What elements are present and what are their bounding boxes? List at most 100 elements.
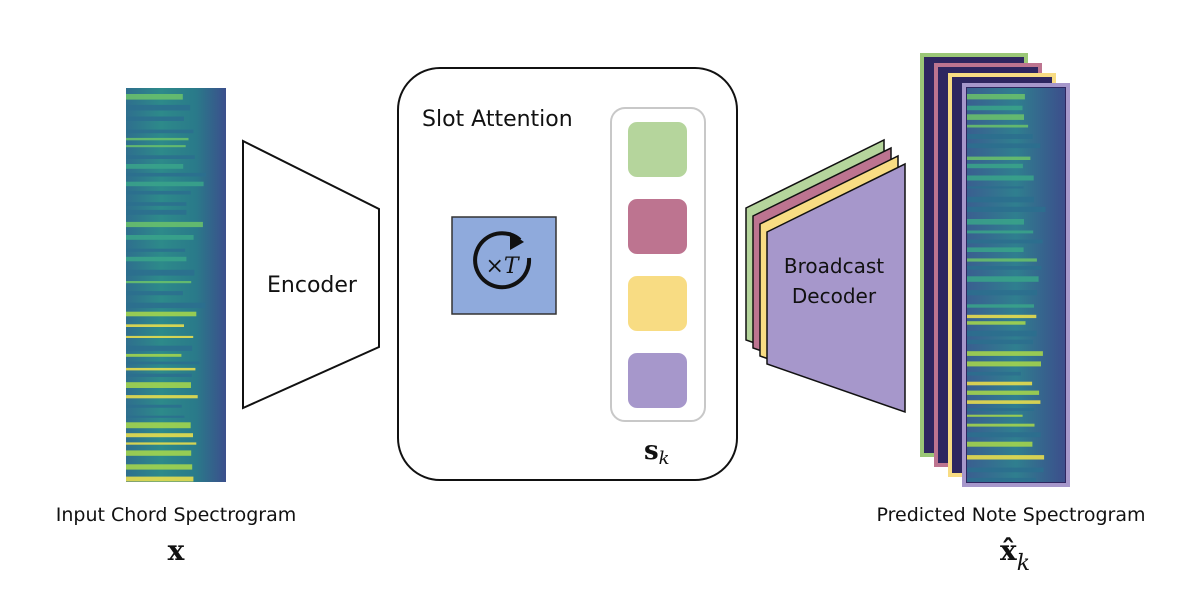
spectrogram-band xyxy=(126,335,194,338)
spectrogram-band xyxy=(126,311,197,317)
spectrogram-band xyxy=(967,381,1033,386)
slots-symbol: sk xyxy=(644,436,670,469)
spectrogram-band xyxy=(126,235,194,240)
spectrogram-band xyxy=(126,442,197,445)
spectrogram-band xyxy=(126,367,196,371)
spectrogram-band xyxy=(967,143,1041,149)
spectrogram-band xyxy=(126,281,192,284)
spectrogram-band xyxy=(967,414,1023,417)
spectrogram-band xyxy=(126,145,186,148)
spectrogram-band xyxy=(967,290,1038,296)
spectrogram-band xyxy=(126,345,193,351)
spectrogram-band xyxy=(126,137,189,141)
slot-1 xyxy=(628,122,687,177)
output-spectrogram-4 xyxy=(962,83,1070,487)
encoder-label: Encoder xyxy=(267,273,358,298)
spectrogram-band xyxy=(967,239,1043,244)
encoder-block xyxy=(242,139,380,410)
spectrogram-band xyxy=(126,164,184,169)
input-symbol: x xyxy=(168,534,185,567)
spectrogram-band xyxy=(126,373,192,377)
spectrogram-band xyxy=(967,266,1042,270)
spectrogram-band xyxy=(126,209,187,215)
spectrogram-band xyxy=(967,361,1041,367)
spectrogram-band xyxy=(126,190,191,195)
spectrogram-band xyxy=(967,114,1024,120)
spectrogram-band xyxy=(967,408,1035,411)
spectrogram-band xyxy=(967,134,1033,139)
iteration-label: ×T xyxy=(485,254,520,279)
spectrogram-band xyxy=(967,163,1023,169)
spectrogram-band xyxy=(967,258,1037,262)
spectrogram-band xyxy=(126,291,183,296)
input-caption: Input Chord Spectrogram xyxy=(56,504,297,526)
spectrogram-band xyxy=(126,116,184,121)
spectrogram-band xyxy=(967,247,1024,252)
decoder-layer-4 xyxy=(766,162,906,414)
spectrogram-band xyxy=(126,324,184,327)
spectrogram-band xyxy=(967,314,1037,319)
spectrogram-band xyxy=(126,248,186,252)
spectrogram-band xyxy=(967,400,1041,404)
spectrogram-band xyxy=(126,221,203,228)
spectrogram-band xyxy=(967,351,1043,356)
spectrogram-band xyxy=(967,206,1046,212)
spectrogram-band xyxy=(126,129,194,134)
spectrogram-band xyxy=(126,361,200,365)
spectrogram-band xyxy=(967,230,1034,234)
decoder-label-line1: Broadcast xyxy=(784,254,884,278)
spectrogram-band xyxy=(126,256,187,262)
spectrogram-band xyxy=(967,441,1033,447)
output-caption: Predicted Note Spectrogram xyxy=(877,504,1146,526)
slot-3 xyxy=(628,276,687,331)
spectrogram-band xyxy=(967,390,1040,395)
loop-arrowhead-icon xyxy=(510,232,524,250)
spectrogram-band xyxy=(126,104,191,111)
spectrogram-band xyxy=(967,94,1025,100)
spectrogram-band xyxy=(126,422,191,429)
spectrogram-band xyxy=(967,196,1034,203)
spectrogram-band xyxy=(967,467,1044,473)
spectrogram-band xyxy=(126,404,182,408)
slot-attention-title: Slot Attention xyxy=(422,107,573,132)
spectrogram-band xyxy=(967,186,1024,189)
spectrogram-band xyxy=(126,172,206,177)
spectrogram-band xyxy=(126,464,193,470)
spectrogram-band xyxy=(126,155,195,159)
spectrogram-band xyxy=(126,353,182,357)
spectrogram-band xyxy=(126,476,194,482)
spectrogram-band xyxy=(967,371,1021,376)
spectrogram-band xyxy=(967,156,1031,160)
spectrogram-band xyxy=(126,450,192,456)
spectrogram-band xyxy=(967,276,1039,282)
spectrogram-band xyxy=(126,181,204,187)
iteration-block: ×T xyxy=(451,216,557,315)
slot-2 xyxy=(628,199,687,254)
spectrogram-band xyxy=(967,455,1045,460)
slot-4 xyxy=(628,353,687,408)
spectrogram-band xyxy=(967,432,1041,438)
decoder-label-line2: Decoder xyxy=(792,284,877,308)
slots-container xyxy=(610,107,706,422)
spectrogram-band xyxy=(967,321,1026,325)
spectrogram-band xyxy=(126,269,195,276)
spectrogram-band xyxy=(126,202,187,206)
spectrogram-band xyxy=(967,477,1036,482)
spectrogram-band xyxy=(967,330,1037,337)
spectrogram-band xyxy=(967,175,1034,181)
spectrogram-band xyxy=(967,304,1034,308)
broadcast-decoder xyxy=(745,138,906,414)
spectrogram-band xyxy=(126,382,191,388)
input-spectrogram xyxy=(126,88,226,482)
spectrogram-band xyxy=(967,105,1023,111)
spectrogram-band xyxy=(126,415,185,418)
spectrogram-band xyxy=(967,339,1034,345)
spectrogram-band xyxy=(967,219,1024,225)
loop-arrow-icon xyxy=(473,231,532,290)
output-symbol: x̂k xyxy=(1000,534,1030,576)
spectrogram-band xyxy=(126,94,183,100)
spectrogram-band xyxy=(967,124,1029,128)
output-spectrogram-stack xyxy=(920,53,1070,487)
spectrogram-band xyxy=(126,433,193,438)
